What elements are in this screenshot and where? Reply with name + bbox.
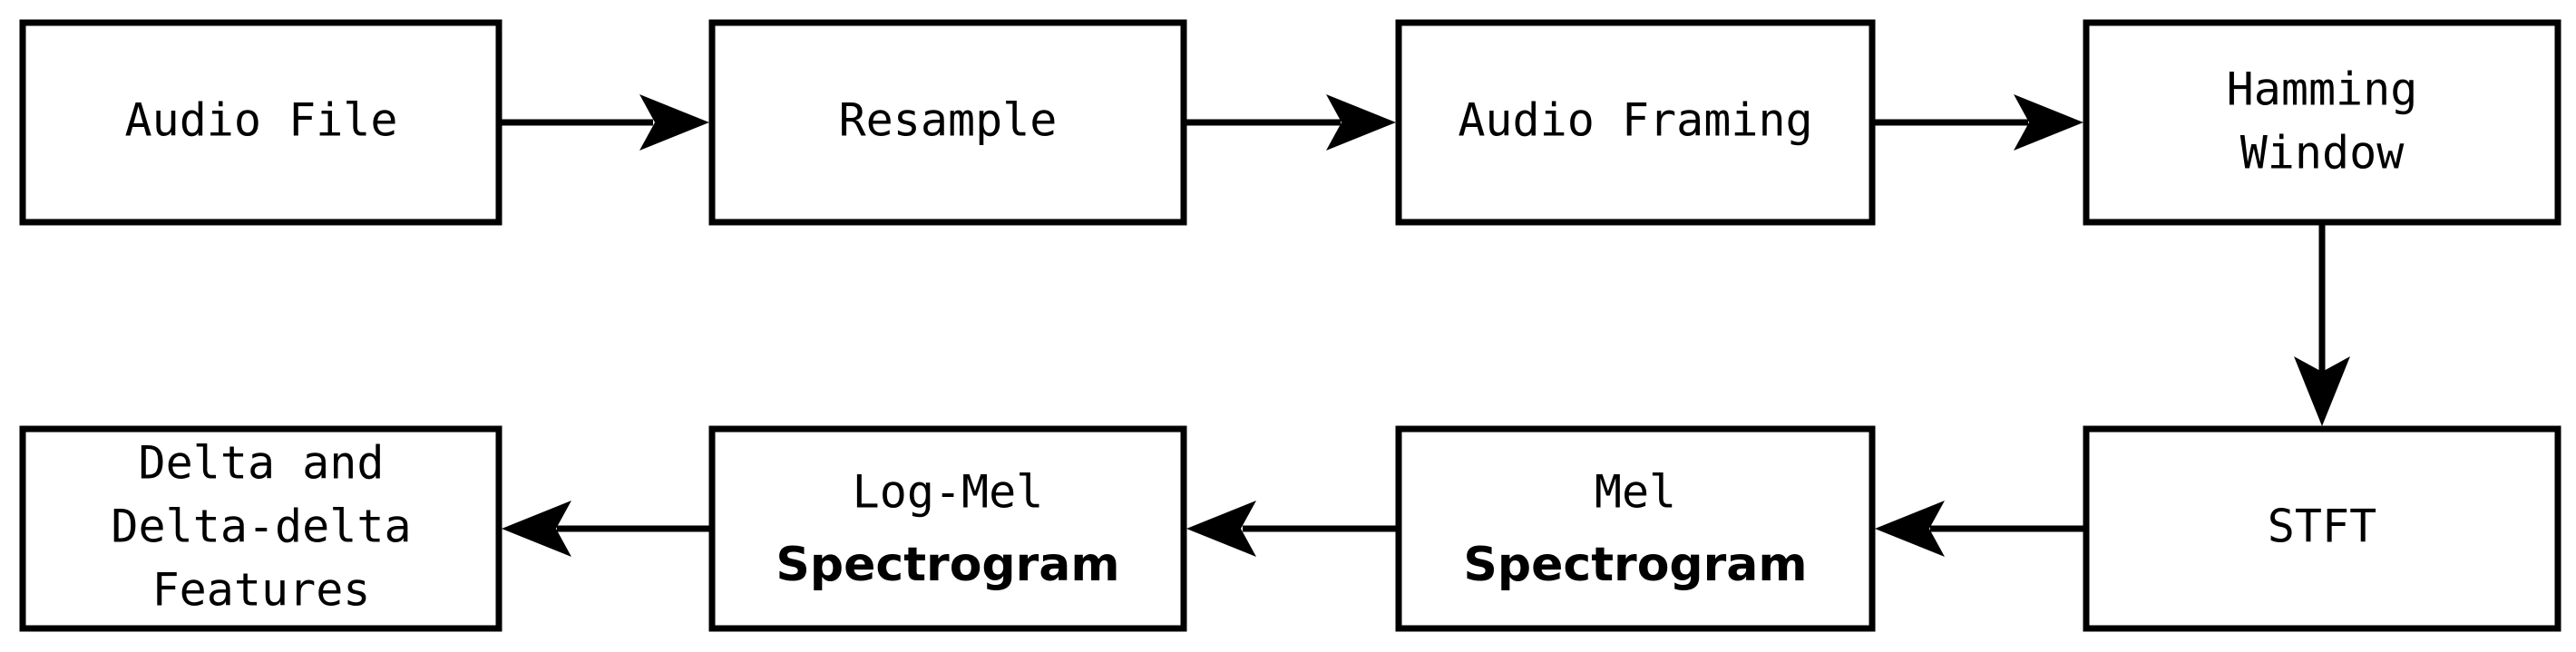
label-log-mel: Log-Mel — [853, 466, 1044, 519]
box-hamming-window — [2083, 19, 2561, 226]
arrow-resample-to-audio-framing — [1184, 94, 1396, 151]
label-features: Features — [152, 564, 371, 617]
label-log-mel-spectrogram: Spectrogram — [776, 538, 1119, 592]
arrow-stft-to-mel-spectrogram — [1875, 501, 2086, 557]
label-hamming: Hamming — [2227, 63, 2418, 116]
label-mel: Mel — [1595, 466, 1676, 519]
label-resample: Resample — [839, 94, 1058, 147]
label-audio-framing: Audio Framing — [1458, 94, 1812, 147]
label-mel-spectrogram: Spectrogram — [1463, 538, 1807, 592]
arrow-log-mel-to-delta-features — [502, 501, 712, 557]
arrow-audio-file-to-resample — [499, 94, 709, 151]
box-stft — [2083, 425, 2561, 632]
arrow-audio-framing-to-hamming-window — [1872, 94, 2083, 151]
label-stft: STFT — [2268, 501, 2376, 553]
arrow-hamming-window-to-stft — [2294, 222, 2350, 426]
box-mel-spectrogram — [1395, 425, 1876, 632]
box-audio-framing — [1395, 19, 1876, 226]
box-delta-features — [19, 425, 503, 632]
label-window: Window — [2240, 127, 2405, 180]
box-log-mel-spectrogram — [708, 425, 1187, 632]
box-resample — [708, 19, 1187, 226]
label-delta-delta: Delta-delta — [111, 501, 411, 553]
box-audio-file — [19, 19, 503, 226]
label-audio-file: Audio File — [124, 94, 397, 147]
label-delta-and: Delta and — [139, 437, 385, 490]
arrow-mel-to-log-mel-spectrogram — [1186, 501, 1399, 557]
